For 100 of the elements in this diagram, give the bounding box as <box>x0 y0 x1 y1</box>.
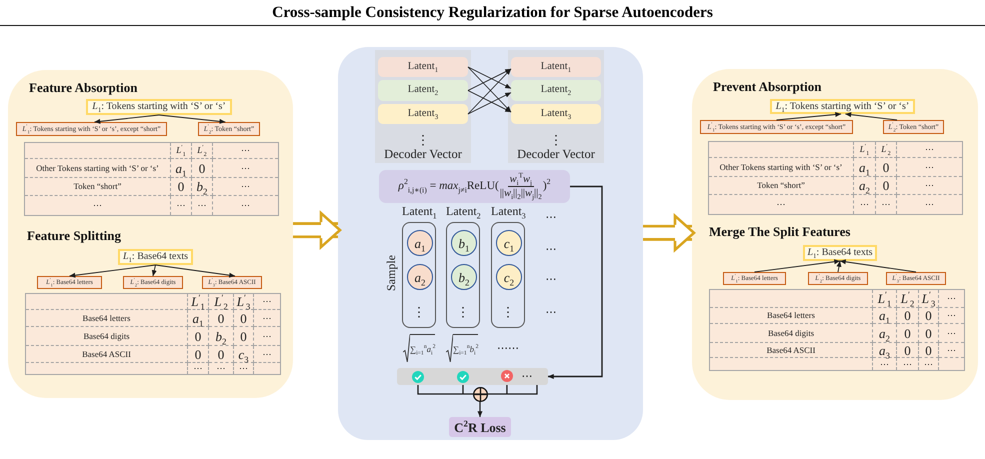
arrow <box>478 402 482 418</box>
method-panel <box>338 47 643 440</box>
activation-value: b$_{2}$ <box>458 270 470 284</box>
latent-bar <box>378 57 468 77</box>
decoder-panel <box>508 50 604 163</box>
matrix-value: a$_{2}$ <box>859 179 870 192</box>
matrix-value: 0 <box>904 326 911 340</box>
vertical-ellipsis: ⋮ <box>416 134 430 146</box>
matrix-value: 0 <box>178 180 184 193</box>
vertical-ellipsis: ⋮ <box>456 306 470 318</box>
section-panel <box>8 70 293 398</box>
matrix-value: 0 <box>925 344 932 356</box>
arrow <box>158 114 226 124</box>
feature-box <box>123 276 183 289</box>
ellipsis: ⋯ <box>947 311 956 320</box>
ellipsis: ⋯ <box>925 181 934 190</box>
matrix-value: c$_{3}$ <box>238 348 249 360</box>
activation-value: a$_{1}$ <box>414 236 426 250</box>
feature-box <box>770 99 915 114</box>
latent-bar <box>511 80 601 101</box>
activation-circle <box>496 264 522 290</box>
row-label: Token “short” <box>757 181 805 190</box>
ellipsis: ⋯ <box>880 360 889 368</box>
ellipsis: ⋯ <box>262 314 272 322</box>
decoder-panel <box>375 50 471 163</box>
arrow <box>152 264 157 276</box>
matrix-value: 0 <box>882 160 890 174</box>
matrix-value: 0 <box>925 326 932 340</box>
matrix-value: 0 <box>198 162 206 174</box>
panel-caption: Decoder Vector <box>517 148 595 160</box>
feature-box <box>118 249 193 265</box>
matrix-value: 0 <box>925 309 932 322</box>
matrix-value: b$_{2}$ <box>196 180 208 193</box>
activation-circle <box>451 264 477 290</box>
arrow <box>776 112 842 120</box>
matrix-value: 0 <box>904 344 911 356</box>
latent-label: Latent$_{2}$ <box>408 85 438 96</box>
vertical-ellipsis: ⋮ <box>412 306 426 318</box>
latent-bar <box>511 57 601 77</box>
arrow <box>840 259 916 272</box>
ellipsis: ⋯ <box>241 201 250 210</box>
vertical-ellipsis: ⋮ <box>502 306 514 318</box>
formula-denominator: ||w$_{i}$||$_{2}$||w$_{j}$||$_{2}$ <box>500 187 542 200</box>
section-heading: Merge The Split Features <box>709 224 850 240</box>
ellipsis: ⋯ <box>546 308 556 318</box>
latent-label: Latent$_{3}$ <box>408 108 438 120</box>
row-label: Other Tokens starting with ‘S’ or ‘s’ <box>36 164 159 172</box>
latent-bar <box>378 104 468 124</box>
ellipsis: ⋯ <box>925 200 934 209</box>
ellipsis: ⋯ <box>176 201 186 210</box>
ellipsis: ⋯ <box>903 360 912 368</box>
ellipsis: ⋯ <box>241 182 250 191</box>
feature-box <box>37 276 102 289</box>
latent-bar <box>378 80 468 101</box>
check-bar <box>397 368 548 385</box>
section-heading: Feature Absorption <box>29 80 138 96</box>
matrix-value: a$_{1}$ <box>176 162 186 174</box>
ellipsis: ⋯ <box>776 200 786 209</box>
matrix-value: 0 <box>240 312 247 324</box>
ellipsis: ⋯ <box>241 146 250 155</box>
formula-text: ρ$^{2}$$_{i,j∗(i)}$ = max$_{j≠i}$ReLU( <box>398 180 499 192</box>
matrix-value: a$_{2}$ <box>879 326 890 340</box>
latent-bar <box>511 104 601 124</box>
ellipsis: ⋯ <box>860 200 869 209</box>
ellipsis: ⋯ <box>947 346 956 354</box>
panel-caption: Decoder Vector <box>384 148 462 160</box>
feature-box <box>803 245 877 261</box>
feature-box <box>883 120 944 134</box>
vertical-ellipsis: ⋮ <box>550 134 562 146</box>
feature-box <box>16 122 167 136</box>
arrow <box>94 114 160 124</box>
feature-box <box>202 276 262 289</box>
feature-box <box>886 272 946 285</box>
row-label: Base64 ASCII <box>82 350 131 358</box>
loss-label: C$^{2}$R Loss <box>454 420 506 434</box>
latent-label: Latent$_{2}$ <box>540 85 572 96</box>
activation-value: c$_{2}$ <box>504 270 514 284</box>
matrix-value: a$_{1}$ <box>879 309 890 322</box>
ellipsis: ⋯ <box>546 274 556 286</box>
ellipsis: ⋯ <box>947 328 956 338</box>
row-label: Base64 digits <box>768 328 814 338</box>
row-label: Base64 letters <box>767 311 815 320</box>
matrix-value: b$_{2}$ <box>216 330 226 342</box>
activation-circle <box>451 230 477 256</box>
arrow <box>844 112 898 120</box>
matrix-value: 0 <box>194 348 202 360</box>
latent-label: Latent$_{1}$ <box>408 62 438 72</box>
ellipsis: ⋯ <box>925 145 934 154</box>
ellipsis: ⋯ <box>241 164 250 172</box>
ellipsis: ⋯ <box>522 371 532 382</box>
row-label: Token “short” <box>74 182 122 191</box>
arrow <box>548 186 603 379</box>
matrix-value: 0 <box>218 348 224 360</box>
feature-label: L$_{1}$: Tokens starting with ‘S’ or ‘s’ <box>776 100 910 112</box>
connector-line <box>417 384 538 395</box>
matrix-value: 0 <box>218 312 224 324</box>
ellipsis: ⋯ <box>93 201 102 210</box>
feature-box <box>86 99 232 115</box>
ellipsis: ⋯ <box>262 350 272 358</box>
ellipsis: ⋯ <box>882 200 890 209</box>
